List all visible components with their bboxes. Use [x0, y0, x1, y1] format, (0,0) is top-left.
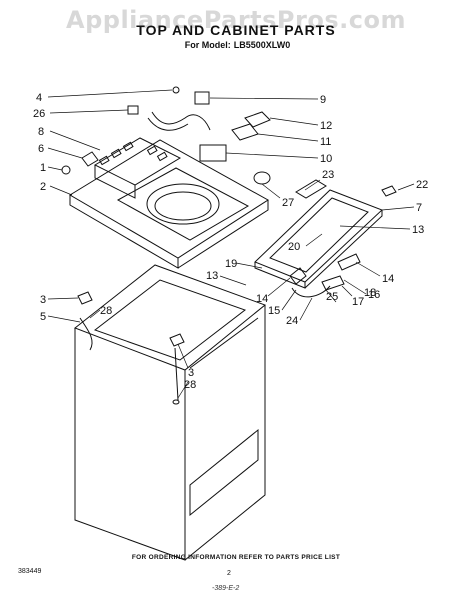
callout-24: 24 — [286, 315, 298, 327]
callout-13-right: 13 — [412, 224, 424, 236]
callout-7: 7 — [416, 202, 422, 214]
callout-2: 2 — [40, 181, 46, 193]
callout-28-left: 28 — [100, 305, 112, 317]
callout-5: 5 — [40, 311, 46, 323]
callout-26: 26 — [33, 108, 45, 120]
cabinet — [73, 264, 267, 561]
callout-18: 18 — [364, 287, 376, 299]
callout-14-left: 14 — [256, 293, 268, 305]
top-panel — [69, 137, 269, 269]
callout-14-right: 14 — [382, 273, 394, 285]
callout-16: 16 — [368, 289, 380, 301]
lid — [254, 179, 383, 289]
callout-25: 25 — [326, 291, 338, 303]
model-number: LB5500XLW0 — [233, 40, 291, 50]
callout-3-right: 3 — [188, 367, 194, 379]
callout-13-left: 13 — [206, 270, 218, 282]
model-line: For Model:LB5500XLW0 — [0, 40, 472, 50]
callout-6: 6 — [38, 143, 44, 155]
callout-10: 10 — [320, 153, 332, 165]
callout-15: 15 — [268, 305, 280, 317]
callout-4: 4 — [36, 92, 42, 104]
handwritten-stamp: -389-E-2 — [212, 585, 240, 592]
page-title: TOP AND CABINET PARTS — [136, 22, 336, 38]
callout-3-left: 3 — [40, 294, 46, 306]
callout-17: 17 — [352, 296, 364, 308]
callout-20: 20 — [288, 241, 300, 253]
callout-22: 22 — [416, 179, 428, 191]
callout-11: 11 — [320, 136, 331, 148]
callout-27: 27 — [282, 197, 294, 209]
callout-19: 19 — [225, 258, 237, 270]
callout-numbers: 4 26 8 6 1 2 9 12 11 10 27 23 22 7 13 20… — [33, 92, 428, 391]
callout-28-right: 28 — [184, 379, 196, 391]
ordering-note: FOR ORDERING INFORMATION REFER TO PARTS … — [131, 554, 341, 561]
callout-12: 12 — [320, 120, 332, 132]
callout-23: 23 — [322, 169, 334, 181]
document-code: 383449 — [18, 568, 42, 575]
page-number: 2 — [227, 570, 231, 577]
callout-1: 1 — [40, 162, 46, 174]
watermark: AppliancePartsPros.com — [66, 6, 406, 34]
small-parts — [61, 86, 397, 405]
model-label: For Model: — [184, 40, 231, 50]
drawing — [47, 86, 415, 561]
leader-lines — [47, 89, 415, 399]
callout-9: 9 — [320, 94, 326, 106]
callout-8: 8 — [38, 126, 44, 138]
